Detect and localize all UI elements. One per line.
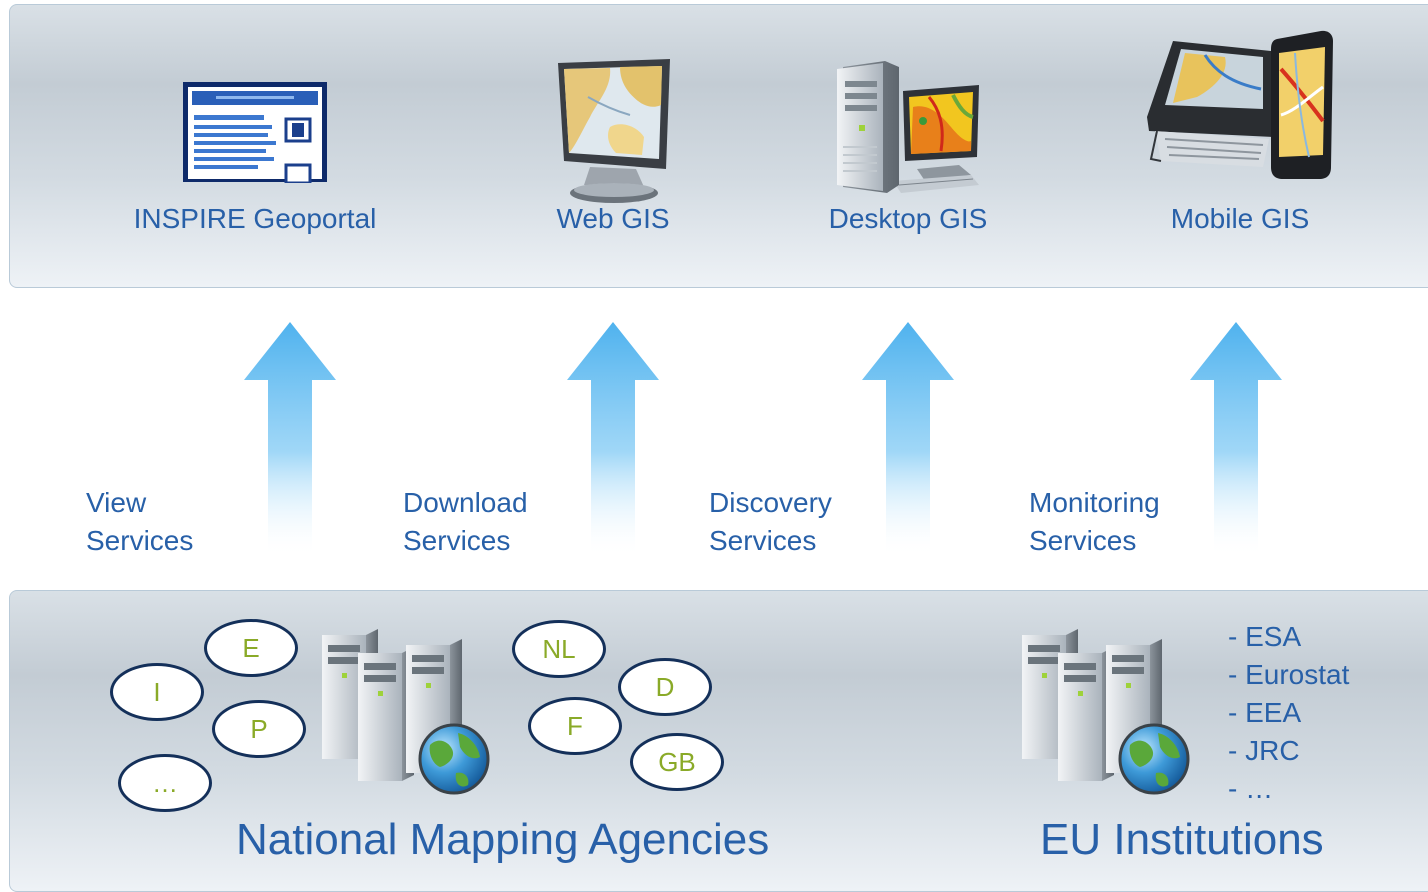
client-label-desktop-gis: Desktop GIS xyxy=(828,203,988,234)
list-item: - … xyxy=(1228,773,1274,804)
monitoring-services-arrow xyxy=(1190,322,1282,558)
globe-icon xyxy=(418,723,490,795)
client-web-gis: Web GIS xyxy=(483,5,743,287)
monitor-map-icon xyxy=(550,57,676,210)
discovery-services-arrow xyxy=(862,322,954,558)
national-mapping-agencies-label: National Mapping Agencies xyxy=(236,815,770,864)
service-label-line2: Services xyxy=(86,525,194,556)
service-label-line1: Discovery xyxy=(709,487,832,518)
view-services-arrow xyxy=(244,322,336,558)
monitoring-services-label: Monitoring Services xyxy=(1029,484,1160,560)
list-item: - EEA xyxy=(1228,697,1302,728)
service-label-line2: Services xyxy=(403,525,511,556)
clients-panel: INSPIRE Geoportal Web GIS xyxy=(9,4,1428,288)
country-oval-e: E xyxy=(204,619,298,677)
country-oval-gb: GB xyxy=(630,733,724,791)
list-item: - JRC xyxy=(1228,735,1300,766)
service-label-line1: Download xyxy=(403,487,528,518)
list-item: - Eurostat xyxy=(1228,659,1350,690)
country-oval-p: P xyxy=(212,700,306,758)
country-oval-more: … xyxy=(118,754,212,812)
country-oval-nl: NL xyxy=(512,620,606,678)
client-mobile-gis: Mobile GIS xyxy=(1110,5,1370,287)
globe-icon xyxy=(1118,723,1190,795)
download-services-label: Download Services xyxy=(403,484,528,560)
country-oval-i: I xyxy=(110,663,204,721)
desktop-computer-icon xyxy=(833,57,983,202)
country-oval-f: F xyxy=(528,697,622,755)
client-label-web-gis: Web GIS xyxy=(556,203,670,234)
client-inspire-geoportal: INSPIRE Geoportal xyxy=(125,5,385,287)
geoportal-page-icon xyxy=(182,81,328,188)
view-services-label: View Services xyxy=(86,484,193,560)
client-desktop-gis: Desktop GIS xyxy=(778,5,1038,287)
eu-institutions-label: EU Institutions xyxy=(1040,815,1324,864)
client-label-inspire-geoportal: INSPIRE Geoportal xyxy=(133,203,377,234)
download-services-arrow xyxy=(567,322,659,558)
eu-institutions-list: - ESA - Eurostat - EEA - JRC - … xyxy=(1228,618,1349,808)
list-item: - ESA xyxy=(1228,621,1302,652)
service-label-line1: View xyxy=(86,487,147,518)
eu-servers-icon xyxy=(1018,625,1190,800)
client-label-mobile-gis: Mobile GIS xyxy=(1170,203,1310,234)
service-label-line2: Services xyxy=(1029,525,1137,556)
discovery-services-label: Discovery Services xyxy=(709,484,832,560)
mobile-devices-icon xyxy=(1145,27,1335,192)
national-servers-icon xyxy=(318,625,490,800)
service-label-line1: Monitoring xyxy=(1029,487,1160,518)
country-oval-d: D xyxy=(618,658,712,716)
service-label-line2: Services xyxy=(709,525,817,556)
